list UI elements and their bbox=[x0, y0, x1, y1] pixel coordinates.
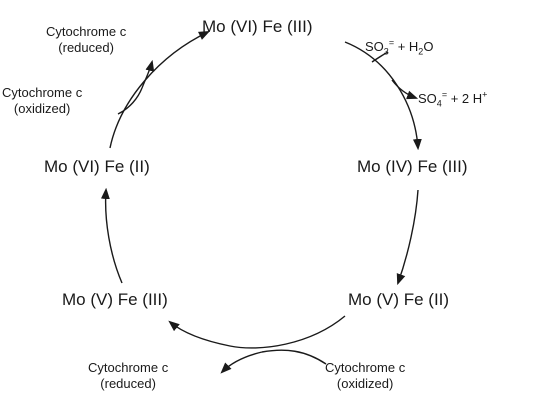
arrow-sulfate-out bbox=[391, 79, 419, 100]
sulfite-so: SO bbox=[365, 39, 384, 54]
sulfate-subscript: 4 bbox=[436, 98, 442, 109]
arrow-right-upper-to-right-lower bbox=[396, 189, 419, 286]
arrow-bottom-cytochrome-oxidized-in bbox=[261, 349, 327, 365]
arrow-right-lower-to-left-lower bbox=[168, 315, 346, 349]
arrow-top-cytochrome-reduced-out bbox=[141, 59, 155, 89]
cytochrome-top-reduced-line2: (reduced) bbox=[58, 39, 114, 55]
cytochrome-bottom-oxidized-line2: (oxidized) bbox=[336, 375, 394, 391]
sulfate-product-label: SO4= + 2 H+ bbox=[418, 89, 488, 108]
state-top: Mo (VI) Fe (III) bbox=[202, 17, 313, 36]
sulfite-plus-h: + H bbox=[394, 39, 419, 54]
sulfite-reactant-label: SO3= + H2O bbox=[365, 37, 434, 56]
arrow-left-lower-to-left-upper bbox=[100, 187, 123, 284]
sulfate-plus-protons: + 2 H bbox=[447, 91, 483, 106]
cytochrome-bottom-reduced-label: Cytochrome c (reduced) bbox=[88, 360, 168, 391]
cytochrome-top-oxidized-line2: (oxidized) bbox=[13, 100, 71, 116]
state-left-lower: Mo (V) Fe (III) bbox=[62, 290, 168, 309]
sulfate-so: SO bbox=[418, 91, 437, 106]
state-right-lower: Mo (V) Fe (II) bbox=[348, 290, 450, 309]
proton-charge: + bbox=[482, 89, 488, 100]
water-o: O bbox=[423, 39, 434, 54]
sulfite-subscript: 3 bbox=[383, 46, 389, 57]
cytochrome-bottom-reduced-line2: (reduced) bbox=[100, 375, 156, 391]
arrow-top-to-right-upper bbox=[344, 41, 422, 151]
arrow-bottom-cytochrome-reduced-out bbox=[220, 351, 263, 374]
arrow-top-cytochrome-oxidized-in bbox=[117, 87, 143, 115]
state-right-upper: Mo (IV) Fe (III) bbox=[357, 157, 468, 176]
cytochrome-bottom-oxidized-line1: Cytochrome c bbox=[325, 360, 406, 375]
state-left-upper: Mo (VI) Fe (II) bbox=[44, 157, 150, 176]
cytochrome-top-reduced-label: Cytochrome c (reduced) bbox=[46, 24, 126, 55]
cytochrome-top-reduced-line1: Cytochrome c bbox=[46, 24, 127, 39]
sulfate-charge: = bbox=[441, 89, 448, 100]
cytochrome-bottom-reduced-line1: Cytochrome c bbox=[88, 360, 169, 375]
cytochrome-top-oxidized-line1: Cytochrome c bbox=[2, 85, 83, 100]
cytochrome-top-oxidized-label: Cytochrome c (oxidized) bbox=[2, 85, 82, 116]
water-subscript: 2 bbox=[418, 46, 424, 57]
sulfite-charge: = bbox=[388, 37, 395, 48]
arrow-sulfite-in bbox=[371, 51, 389, 63]
cytochrome-bottom-oxidized-label: Cytochrome c (oxidized) bbox=[325, 360, 405, 391]
